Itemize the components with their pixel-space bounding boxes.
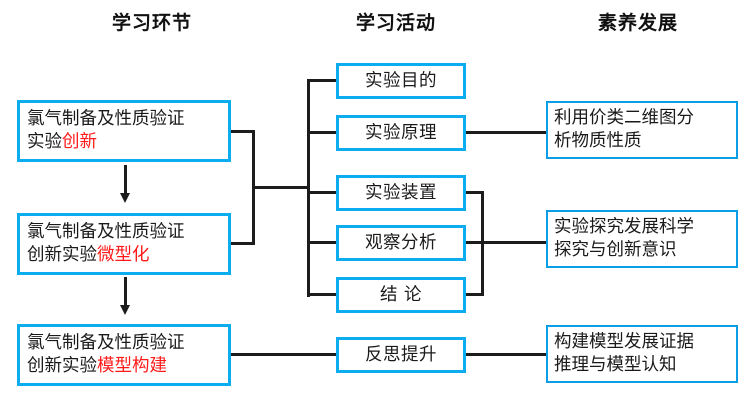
stage-box-1-line2-plain: 实验: [27, 132, 62, 152]
activity-box-4[interactable]: 观察分析: [336, 225, 466, 261]
stage-box-1[interactable]: 氯气制备及性质验证实验创新: [17, 100, 231, 162]
activity-box-3-label: 实验装置: [365, 182, 437, 203]
literacy-box-1-line2: 析物质性质: [554, 131, 642, 151]
stage-box-2-line2-plain: 创新实验: [27, 245, 97, 265]
arrow-shaft: [124, 165, 127, 195]
stage-box-3-line1: 氯气制备及性质验证: [27, 333, 185, 353]
activity-box-6[interactable]: 反思提升: [336, 337, 466, 373]
activity-box-4-label: 观察分析: [365, 232, 437, 253]
connector-activity4-stub: [464, 241, 484, 244]
activity-box-1-label: 实验目的: [365, 70, 437, 91]
stage-box-1-text: 氯气制备及性质验证实验创新: [27, 108, 185, 154]
arrow-down-icon-stage1-stage2: [120, 165, 131, 205]
connector-activity2-to-literacy1: [464, 131, 548, 134]
connector-stage-trunk: [252, 186, 310, 189]
literacy-box-1[interactable]: 利用价类二维图分析物质性质: [546, 101, 738, 159]
stage-box-1-line1: 氯气制备及性质验证: [27, 109, 185, 129]
literacy-box-3-line1: 构建模型发展证据: [554, 332, 694, 352]
literacy-box-2-text: 实验探究发展科学探究与创新意识: [554, 216, 694, 262]
connector-activity3-stub: [464, 191, 484, 194]
activity-box-1[interactable]: 实验目的: [336, 63, 466, 99]
stage-box-2-line2-highlight: 微型化: [97, 245, 150, 265]
activity-box-3[interactable]: 实验装置: [336, 175, 466, 211]
connector-spine-to-activity-5: [307, 293, 338, 296]
connector-stage2-right: [231, 242, 255, 245]
activity-box-6-label: 反思提升: [365, 344, 437, 365]
stage-box-2[interactable]: 氯气制备及性质验证创新实验微型化: [17, 213, 231, 275]
activity-box-2[interactable]: 实验原理: [336, 115, 466, 151]
literacy-box-2[interactable]: 实验探究发展科学探究与创新意识: [546, 210, 738, 268]
literacy-box-2-line2: 探究与创新意识: [554, 240, 677, 260]
stage-box-3-line2-plain: 创新实验: [27, 356, 97, 376]
connector-activity6-to-literacy3: [464, 353, 548, 356]
stage-box-3-text: 氯气制备及性质验证创新实验模型构建: [27, 332, 185, 378]
literacy-box-2-line1: 实验探究发展科学: [554, 217, 694, 237]
stage-box-1-line2-highlight: 创新: [62, 132, 97, 152]
connector-activity-spine: [307, 79, 310, 297]
activity-box-2-label: 实验原理: [365, 122, 437, 143]
literacy-box-1-line1: 利用价类二维图分: [554, 108, 694, 128]
column-header-literacy: 素养发展: [597, 12, 678, 34]
connector-bracket-to-literacy2: [481, 241, 548, 244]
stage-box-3[interactable]: 氯气制备及性质验证创新实验模型构建: [17, 324, 231, 386]
literacy-box-3[interactable]: 构建模型发展证据推理与模型认知: [546, 325, 738, 383]
connector-stage3-to-activity-6: [231, 353, 338, 356]
arrow-shaft: [124, 277, 127, 307]
connector-spine-to-activity-2: [307, 131, 338, 134]
column-header-stage: 学习环节: [111, 12, 192, 34]
connector-spine-to-activity-1: [307, 79, 338, 82]
arrow-head: [120, 305, 130, 315]
connector-spine-to-activity-3: [307, 191, 338, 194]
activity-box-5[interactable]: 结 论: [336, 277, 466, 313]
connector-spine-to-activity-4: [307, 241, 338, 244]
connector-activity5-stub: [464, 293, 484, 296]
stage-box-2-text: 氯气制备及性质验证创新实验微型化: [27, 221, 185, 267]
arrow-down-icon-stage2-stage3: [120, 277, 131, 317]
stage-box-2-line1: 氯气制备及性质验证: [27, 222, 185, 242]
connector-stage1-right: [231, 130, 255, 133]
stage-box-3-line2-highlight: 模型构建: [97, 356, 167, 376]
literacy-box-1-text: 利用价类二维图分析物质性质: [554, 107, 694, 153]
arrow-head: [120, 193, 130, 203]
literacy-box-3-line2: 推理与模型认知: [554, 355, 677, 375]
column-header-activity: 学习活动: [355, 12, 436, 34]
activity-box-5-label: 结 论: [379, 284, 423, 305]
literacy-box-3-text: 构建模型发展证据推理与模型认知: [554, 331, 694, 377]
